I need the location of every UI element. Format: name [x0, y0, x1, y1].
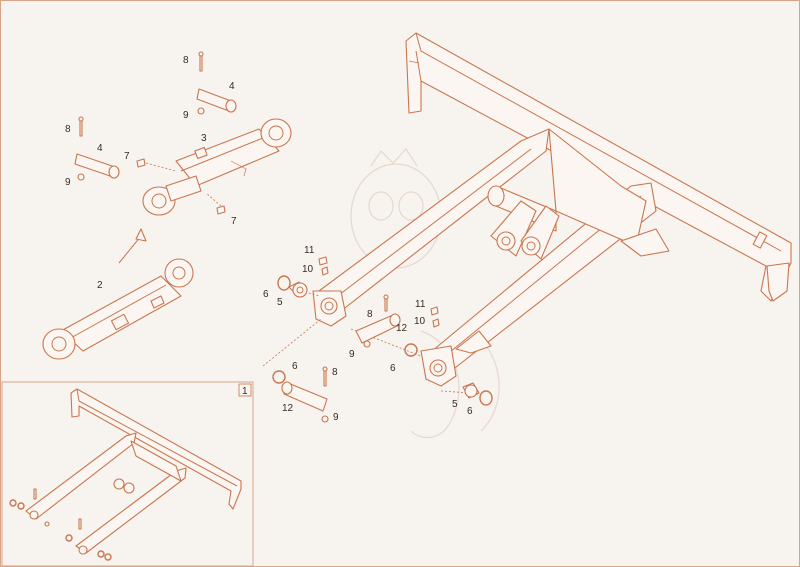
- bolt-8: [199, 55, 203, 72]
- nut-9: [197, 107, 205, 115]
- assembly-guide-line: [300, 290, 320, 297]
- dozer-blade-frame: [312, 32, 792, 387]
- callout-6: 6: [292, 361, 298, 372]
- grease-fitting-7: [136, 158, 146, 168]
- callout-11: 11: [415, 299, 426, 310]
- snap-ring-6: [404, 343, 418, 357]
- callout-6: 6: [467, 406, 473, 417]
- assembly-arrow: [118, 228, 147, 264]
- grease-fitting-10: [321, 266, 329, 276]
- grease-fitting-11: [318, 256, 328, 266]
- bolt-8: [384, 298, 388, 312]
- callout-7: 7: [124, 151, 130, 162]
- bolt-8: [79, 120, 83, 137]
- left-pin-assembly: [272, 256, 418, 423]
- bolt-8: [323, 370, 327, 387]
- inset-view: 1: [1, 381, 254, 566]
- assembly-guide-line: [262, 318, 322, 367]
- callout-7: 7: [231, 216, 237, 227]
- callout-9: 9: [349, 349, 355, 360]
- callout-8: 8: [332, 367, 338, 378]
- snap-ring-6: [272, 370, 286, 384]
- callout-6: 6: [390, 363, 396, 374]
- callout-11: 11: [304, 245, 315, 256]
- grease-fitting-10: [432, 318, 440, 328]
- callout-10: 10: [302, 264, 314, 275]
- cylinder-2: [42, 258, 194, 360]
- callout-10: 10: [414, 316, 426, 327]
- cylinder-exploded: [74, 51, 292, 216]
- callout-3: 3: [201, 133, 207, 144]
- callout-8: 8: [367, 309, 373, 320]
- snap-ring-6: [277, 275, 291, 291]
- callout-9: 9: [333, 412, 339, 423]
- inset-number: 1: [242, 386, 248, 397]
- callout-8: 8: [183, 55, 189, 66]
- callout-5: 5: [452, 399, 458, 410]
- nut-9: [363, 340, 371, 348]
- right-pin-assembly: [430, 306, 493, 406]
- grease-fitting-11: [430, 306, 439, 316]
- callout-4: 4: [97, 143, 103, 154]
- callout-2: 2: [97, 280, 103, 291]
- callout-6: 6: [263, 289, 269, 300]
- callout-5: 5: [277, 297, 283, 308]
- callout-8: 8: [65, 124, 71, 135]
- callout-4: 4: [229, 81, 235, 92]
- grease-fitting-7: [216, 205, 226, 215]
- snap-ring-6: [479, 390, 493, 406]
- nut-9: [321, 415, 329, 423]
- nut-9: [77, 173, 85, 181]
- callout-12: 12: [396, 323, 408, 334]
- callout-9: 9: [65, 177, 71, 188]
- pin-12: [355, 314, 400, 344]
- callout-12: 12: [282, 403, 294, 414]
- callout-9: 9: [183, 110, 189, 121]
